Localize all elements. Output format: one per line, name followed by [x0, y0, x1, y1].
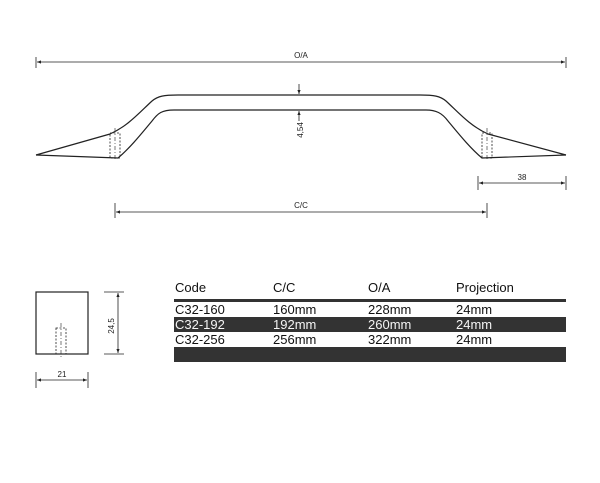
table-row: C32-256 256mm 322mm 24mm: [174, 332, 566, 347]
side-width-label: 21: [58, 370, 67, 379]
handle-profile: [35, 94, 567, 159]
header-rule: [174, 299, 566, 302]
cell-projection: 24mm: [456, 332, 493, 347]
header-projection: Projection: [456, 280, 514, 295]
right-screw-hole: [481, 128, 493, 161]
centres-label: C/C: [294, 201, 308, 210]
end-length-dimension: 38: [477, 173, 567, 190]
spec-table-header: Code C/C O/A Projection: [174, 278, 566, 297]
header-oa: O/A: [368, 280, 391, 295]
end-length-label: 38: [518, 173, 527, 182]
cell-oa: 322mm: [368, 332, 412, 347]
cell-projection: 24mm: [456, 302, 493, 317]
table-row: C32-160 160mm 228mm 24mm: [174, 302, 566, 317]
overall-length-dimension: O/A: [35, 51, 567, 68]
cell-code: C32-192: [175, 317, 225, 332]
side-width-dimension: 21: [35, 370, 89, 388]
header-cc: C/C: [273, 280, 296, 295]
table-row: C32-192 192mm 260mm 24mm: [174, 317, 566, 332]
left-screw-hole: [109, 128, 121, 161]
cell-code: C32-160: [175, 302, 225, 317]
thickness-label: 4,54: [296, 122, 305, 138]
thickness-dimension: 4,54: [296, 84, 305, 138]
table-row-empty: [174, 347, 566, 362]
overall-length-label: O/A: [294, 51, 308, 60]
cell-projection: 24mm: [456, 317, 493, 332]
side-height-dimension: 24,5: [104, 291, 124, 355]
cell-cc: 160mm: [273, 302, 317, 317]
spec-table: Code C/C O/A Projection C32-160 160mm 22…: [174, 278, 566, 362]
side-height-label: 24,5: [107, 318, 116, 334]
cell-oa: 260mm: [368, 317, 412, 332]
cell-oa: 228mm: [368, 302, 412, 317]
centres-dimension: C/C: [114, 201, 488, 218]
cell-code: C32-256: [175, 332, 225, 347]
cell-cc: 256mm: [273, 332, 317, 347]
header-code: Code: [175, 280, 207, 295]
end-view: [35, 291, 89, 358]
cell-cc: 192mm: [273, 317, 317, 332]
